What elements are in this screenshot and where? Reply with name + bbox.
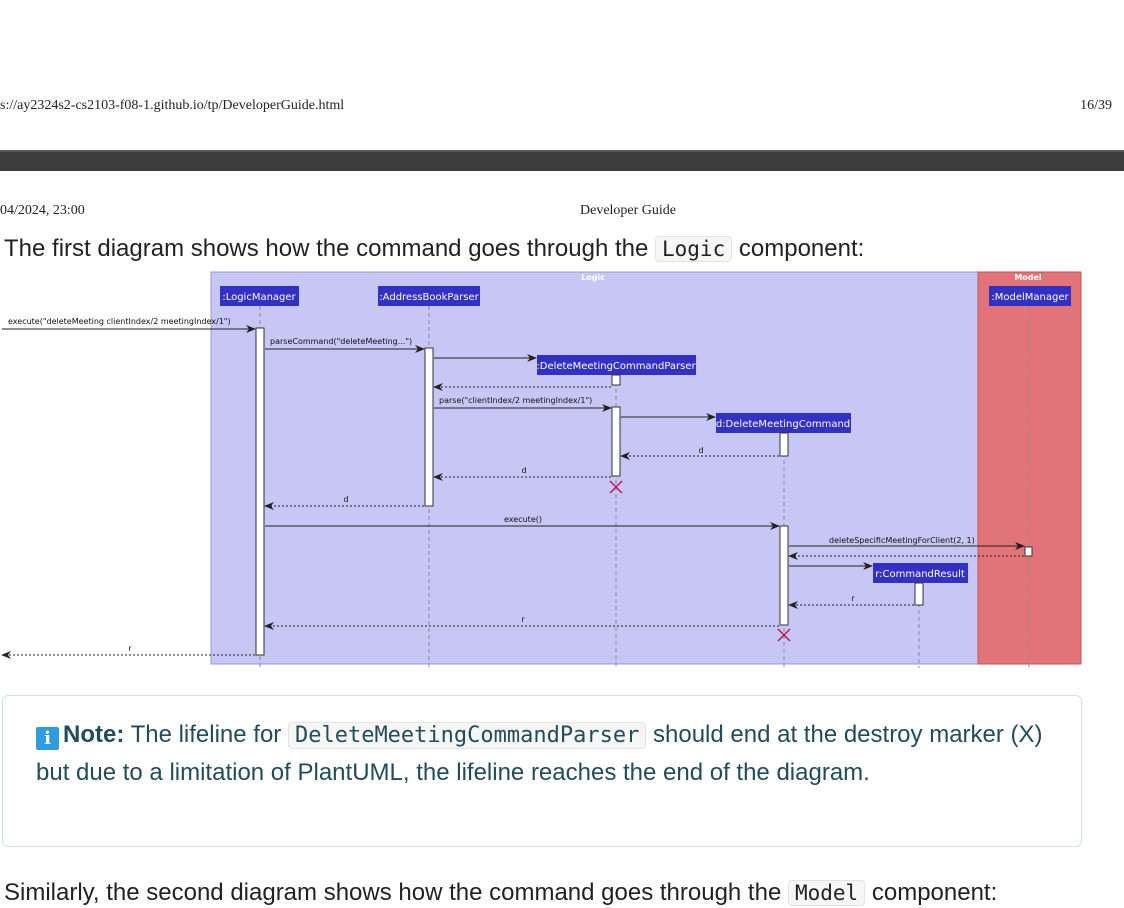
activation-parser-1 [611,374,621,386]
note-label: Note: [63,721,125,748]
participant-address-book-parser [378,286,480,306]
participant-result [873,563,968,583]
outro-text-before: Similarly, the second diagram shows how … [4,879,788,906]
message-m2-label: parseCommand("deleteMeeting...") [270,337,412,346]
destroy-marker-parser [609,480,623,494]
print-page-number: 16/39 [1080,98,1112,113]
intro-text-before: The first diagram shows how the command … [4,235,655,262]
sequence-diagram: Logic Model :LogicManager :AddressBookPa… [1,271,1082,668]
participant-model-manager-label: :ModelManager [991,292,1069,303]
note-code: DeleteMeetingCommandParser [287,722,647,749]
participant-logic-manager [220,286,299,306]
print-url: s://ay2324s2-cs2103-f08-1.github.io/tp/D… [0,98,345,113]
activation-logic-manager [255,327,265,656]
participant-address-book-parser-label: :AddressBookParser [379,292,479,303]
note-box [2,695,1082,847]
activation-model-manager [1024,546,1033,557]
message-m11-label: r [128,644,132,653]
logic-group-label: Logic [581,273,605,282]
participant-parser [537,355,696,375]
participant-command-label: d:DeleteMeetingCommand [716,419,850,430]
message-m1-label: execute("deleteMeeting clientIndex/2 mee… [8,317,231,326]
info-icon: i [36,727,59,750]
model-group-label: Model [1014,273,1042,282]
participant-logic-manager-label: :LogicManager [222,292,296,303]
outro-paragraph: Similarly, the second diagram shows how … [4,878,997,908]
message-m4-label: d [698,446,703,455]
page-separator-band [0,150,1124,171]
message-m9-label: r [851,594,855,603]
note-text-2: should end at the destroy marker (X) but… [36,721,1043,786]
activation-address-book-parser [424,347,434,507]
message-m3-label: parse("clientIndex/2 meetingIndex/1") [439,396,592,405]
activation-result [914,582,924,606]
page-separator-line [0,150,1124,152]
destroy-marker-command [777,628,791,642]
intro-paragraph: The first diagram shows how the command … [4,234,864,264]
participant-command [716,413,851,433]
message-m8-label: deleteSpecificMeetingForClient(2, 1) [829,536,975,545]
message-m5-label: d [521,466,526,475]
message-m10-label: r [521,615,525,624]
doc-date: 04/2024, 23:00 [0,203,85,218]
logic-group-box [210,271,979,665]
intro-text-after: component: [732,235,865,262]
participant-result-label: r:CommandResult [875,569,965,580]
activation-command-1 [779,432,789,457]
participant-model-manager [989,286,1071,306]
doc-title: Developer Guide [580,203,677,218]
activation-parser-2 [611,406,621,477]
intro-code-logic: Logic [655,236,733,262]
message-m6-label: d [343,495,348,504]
activation-command-2 [779,525,789,626]
note-text-1: The lifeline for [124,721,288,748]
participant-parser-label: :DeleteMeetingCommandParser [536,361,696,372]
outro-text-after: component: [865,879,998,906]
outro-code-model: Model [787,880,866,906]
message-m7-label: execute() [504,515,542,524]
